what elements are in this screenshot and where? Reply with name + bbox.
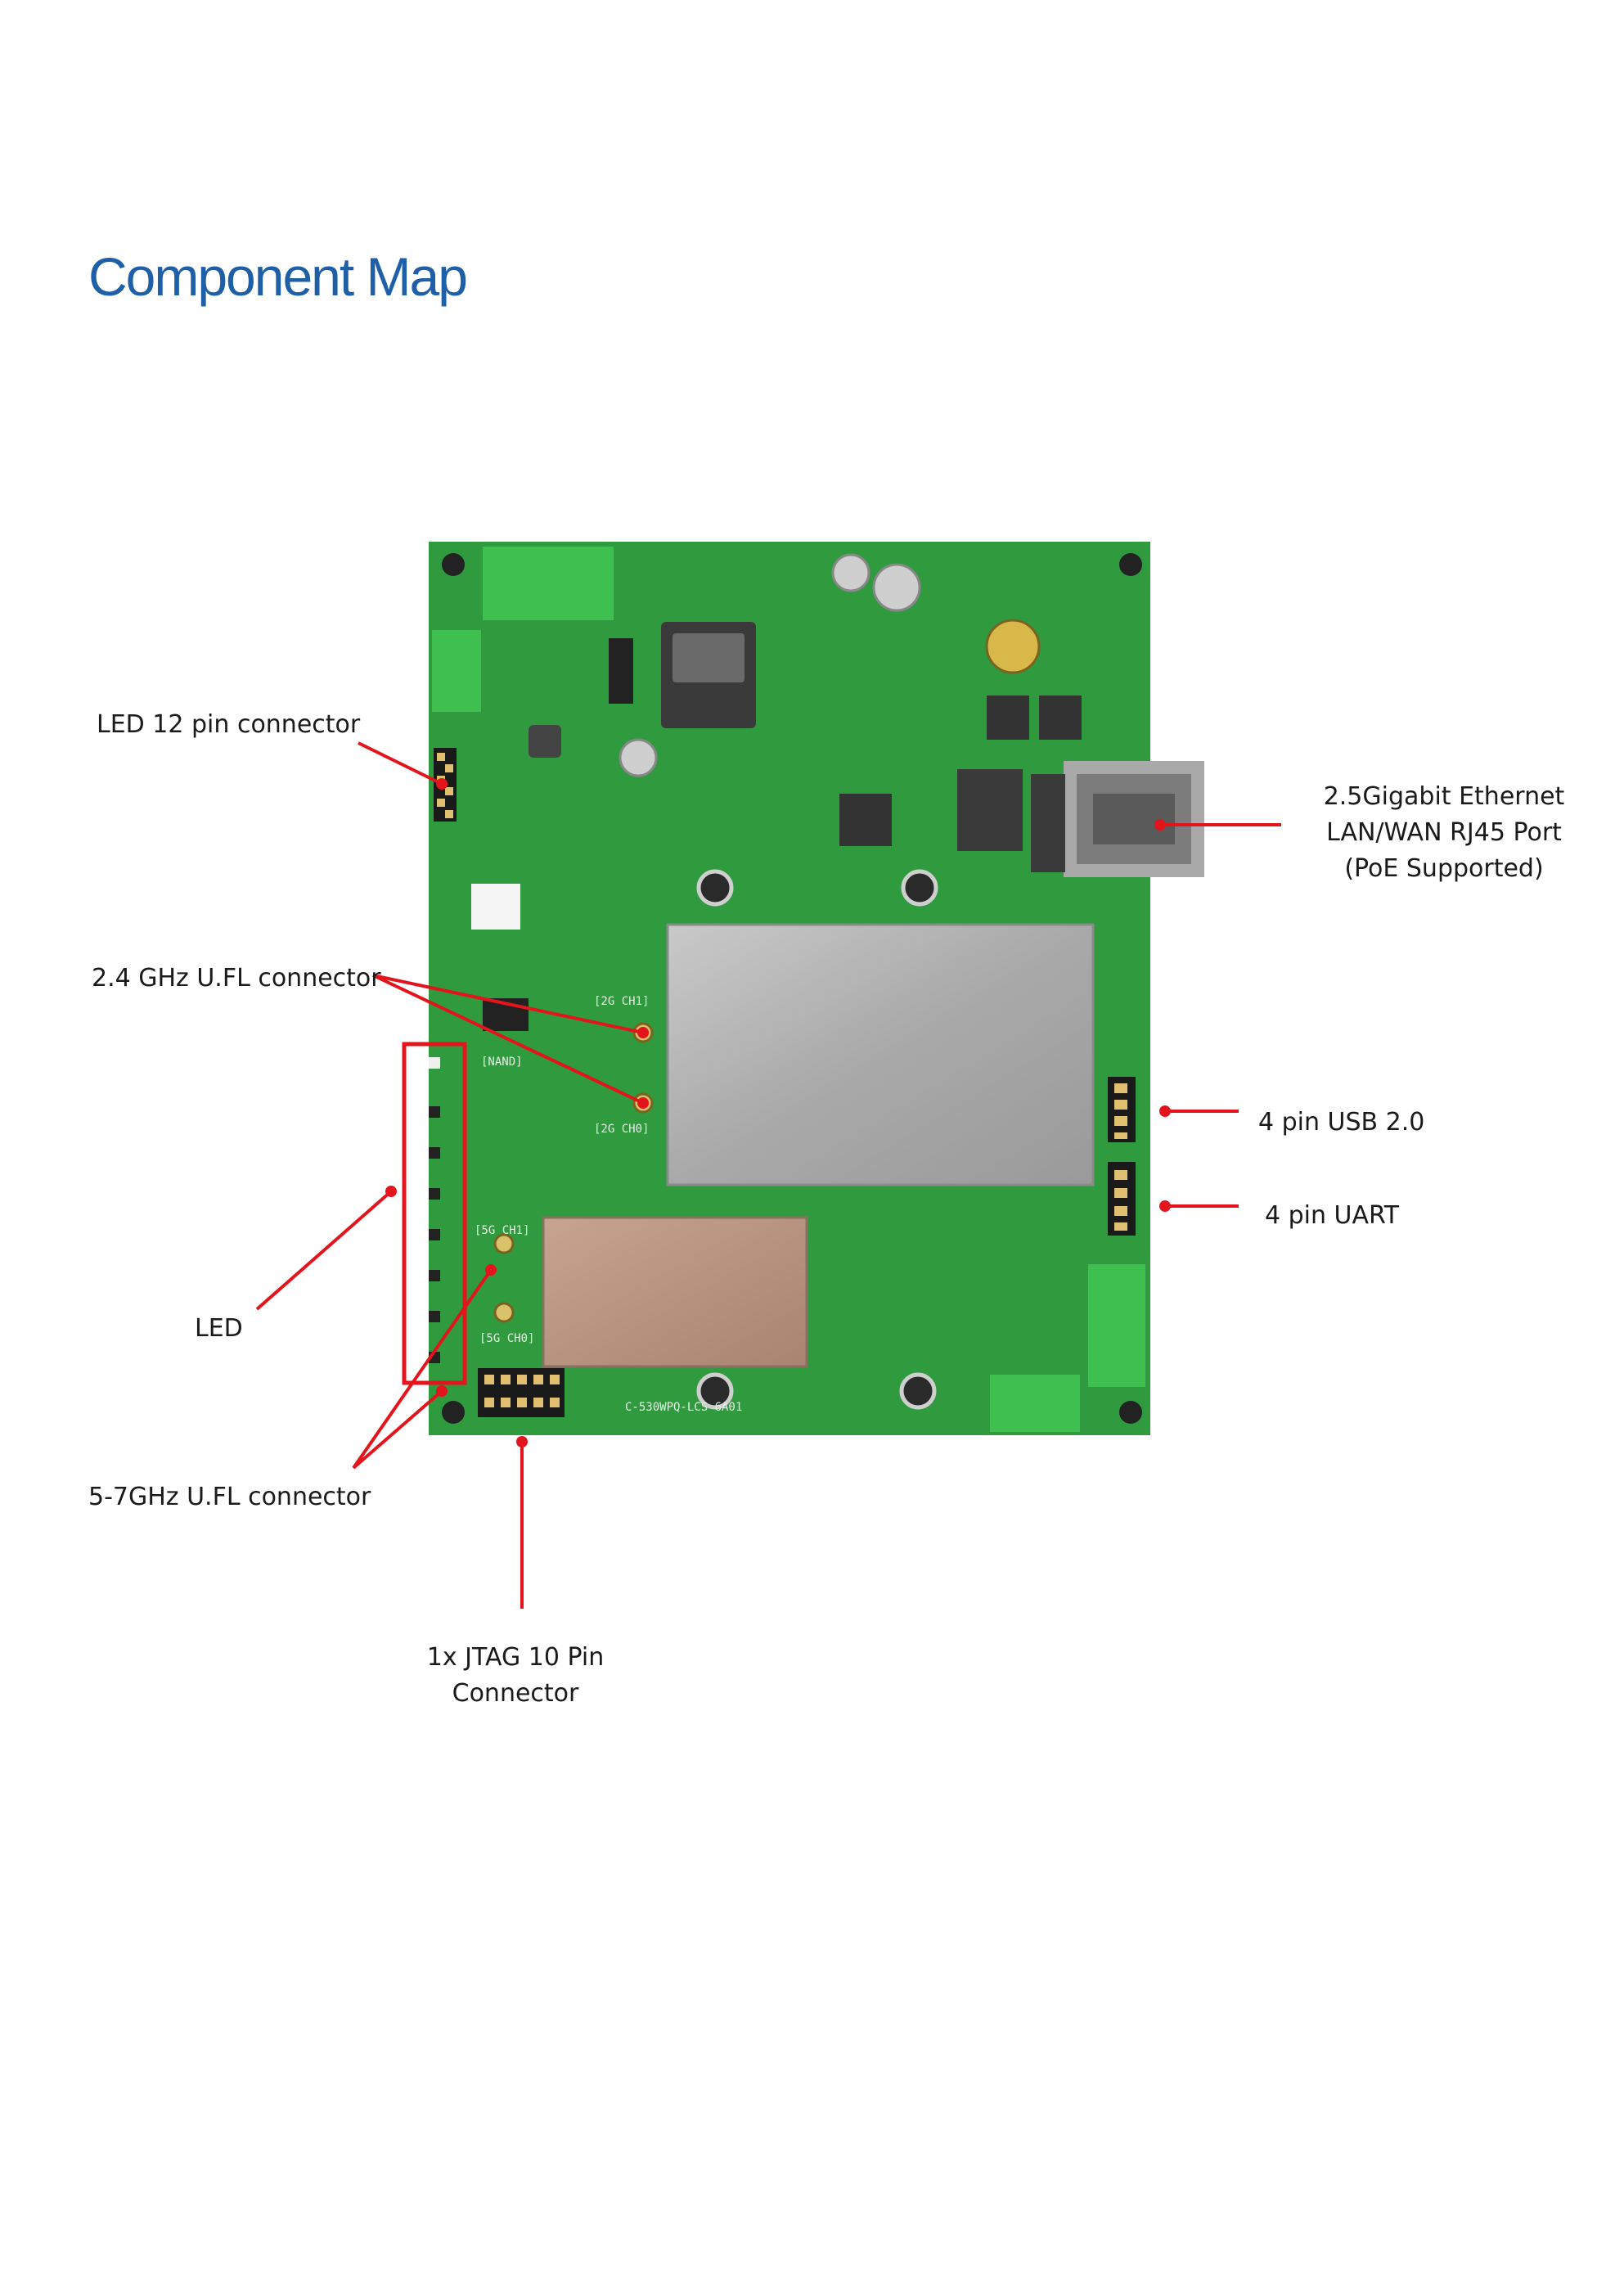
annotation-box-led [402, 1042, 467, 1385]
mounting-hole [442, 553, 465, 576]
label-ethernet-line2: LAN/WAN RJ45 Port [1326, 818, 1562, 847]
ufl-connector-5g-ch1 [493, 1233, 515, 1254]
annotation-line-ufl57-b [352, 1389, 443, 1470]
jtag-header [478, 1368, 565, 1417]
label-ethernet-line3: (PoE Supported) [1344, 854, 1544, 883]
pcb-pad-bottom [990, 1375, 1080, 1432]
ufl-connector-5g-ch0 [493, 1302, 515, 1323]
ethernet-phy-chip [839, 794, 892, 846]
label-led-12-pin-connector: LED 12 pin connector [97, 710, 361, 739]
annotation-dot-ethernet [1154, 819, 1166, 831]
mounting-hole [901, 869, 938, 907]
rj45-port [1031, 761, 1204, 877]
annotation-dot-led12 [436, 778, 448, 790]
label-ethernet-line1: 2.5Gigabit Ethernet [1323, 782, 1565, 811]
silkscreen-2g-ch0: [2G CH0] [594, 1123, 649, 1136]
silkscreen-5g-ch1: [5G CH1] [475, 1224, 529, 1237]
label-uart: 4 pin UART [1265, 1201, 1400, 1230]
pcb-pad-top-left [483, 547, 614, 620]
annotation-line-led [255, 1190, 393, 1311]
page-title: Component Map [88, 246, 468, 307]
annotation-line-led12 [358, 741, 443, 786]
label-led: LED [195, 1314, 243, 1343]
pcb-board: [2G CH1] [2G CH0] [5G CH1] [5G CH0] [NAN… [429, 542, 1204, 1435]
rf-shield-5g [542, 1216, 808, 1368]
silkscreen-2g-ch1: [2G CH1] [594, 995, 649, 1008]
capacitor [985, 619, 1041, 674]
uart-header [1108, 1162, 1136, 1236]
silkscreen-nand: [NAND] [481, 1056, 523, 1069]
capacitor [831, 553, 870, 592]
pcb-pad-bottom-right [1088, 1264, 1145, 1387]
led-column [429, 1057, 440, 1363]
inductor [529, 725, 561, 758]
mounting-hole [442, 1401, 465, 1424]
capacitor [619, 738, 658, 777]
label-jtag: 1x JTAG 10 Pin Connector [385, 1640, 646, 1712]
inductor [987, 696, 1029, 740]
mounting-hole [1119, 553, 1142, 576]
pcb-pad-left [432, 630, 481, 712]
rf-shield-2g [666, 923, 1095, 1186]
annotations [255, 741, 1281, 1609]
annotation-line-ufl24-a [372, 974, 644, 1034]
label-usb-2-0: 4 pin USB 2.0 [1258, 1108, 1425, 1137]
silkscreen-5g-ch0: [5G CH0] [479, 1332, 534, 1345]
ethernet-magnetics [957, 769, 1023, 851]
label-ethernet-port: 2.5Gigabit Ethernet LAN/WAN RJ45 Port (P… [1293, 779, 1595, 887]
label-2-4ghz-ufl-connector: 2.4 GHz U.FL connector [92, 964, 381, 993]
inductor [1039, 696, 1082, 740]
annotation-line-ufl24-b [372, 974, 644, 1105]
silkscreen-model: C-530WPQ-LCS 6A01 [625, 1401, 742, 1414]
mounting-hole [696, 1372, 734, 1410]
usb-header [1108, 1077, 1136, 1142]
mounting-hole [899, 1372, 937, 1410]
mounting-hole [696, 869, 734, 907]
label-5-7ghz-ufl-connector: 5-7GHz U.FL connector [88, 1483, 371, 1511]
mounting-hole [1119, 1401, 1142, 1424]
qr-code-label [471, 884, 520, 930]
annotation-line-ufl57-a [352, 1268, 493, 1470]
label-jtag-line2: Connector [452, 1679, 579, 1708]
capacitor [872, 563, 921, 612]
label-jtag-line1: 1x JTAG 10 Pin [426, 1643, 605, 1672]
